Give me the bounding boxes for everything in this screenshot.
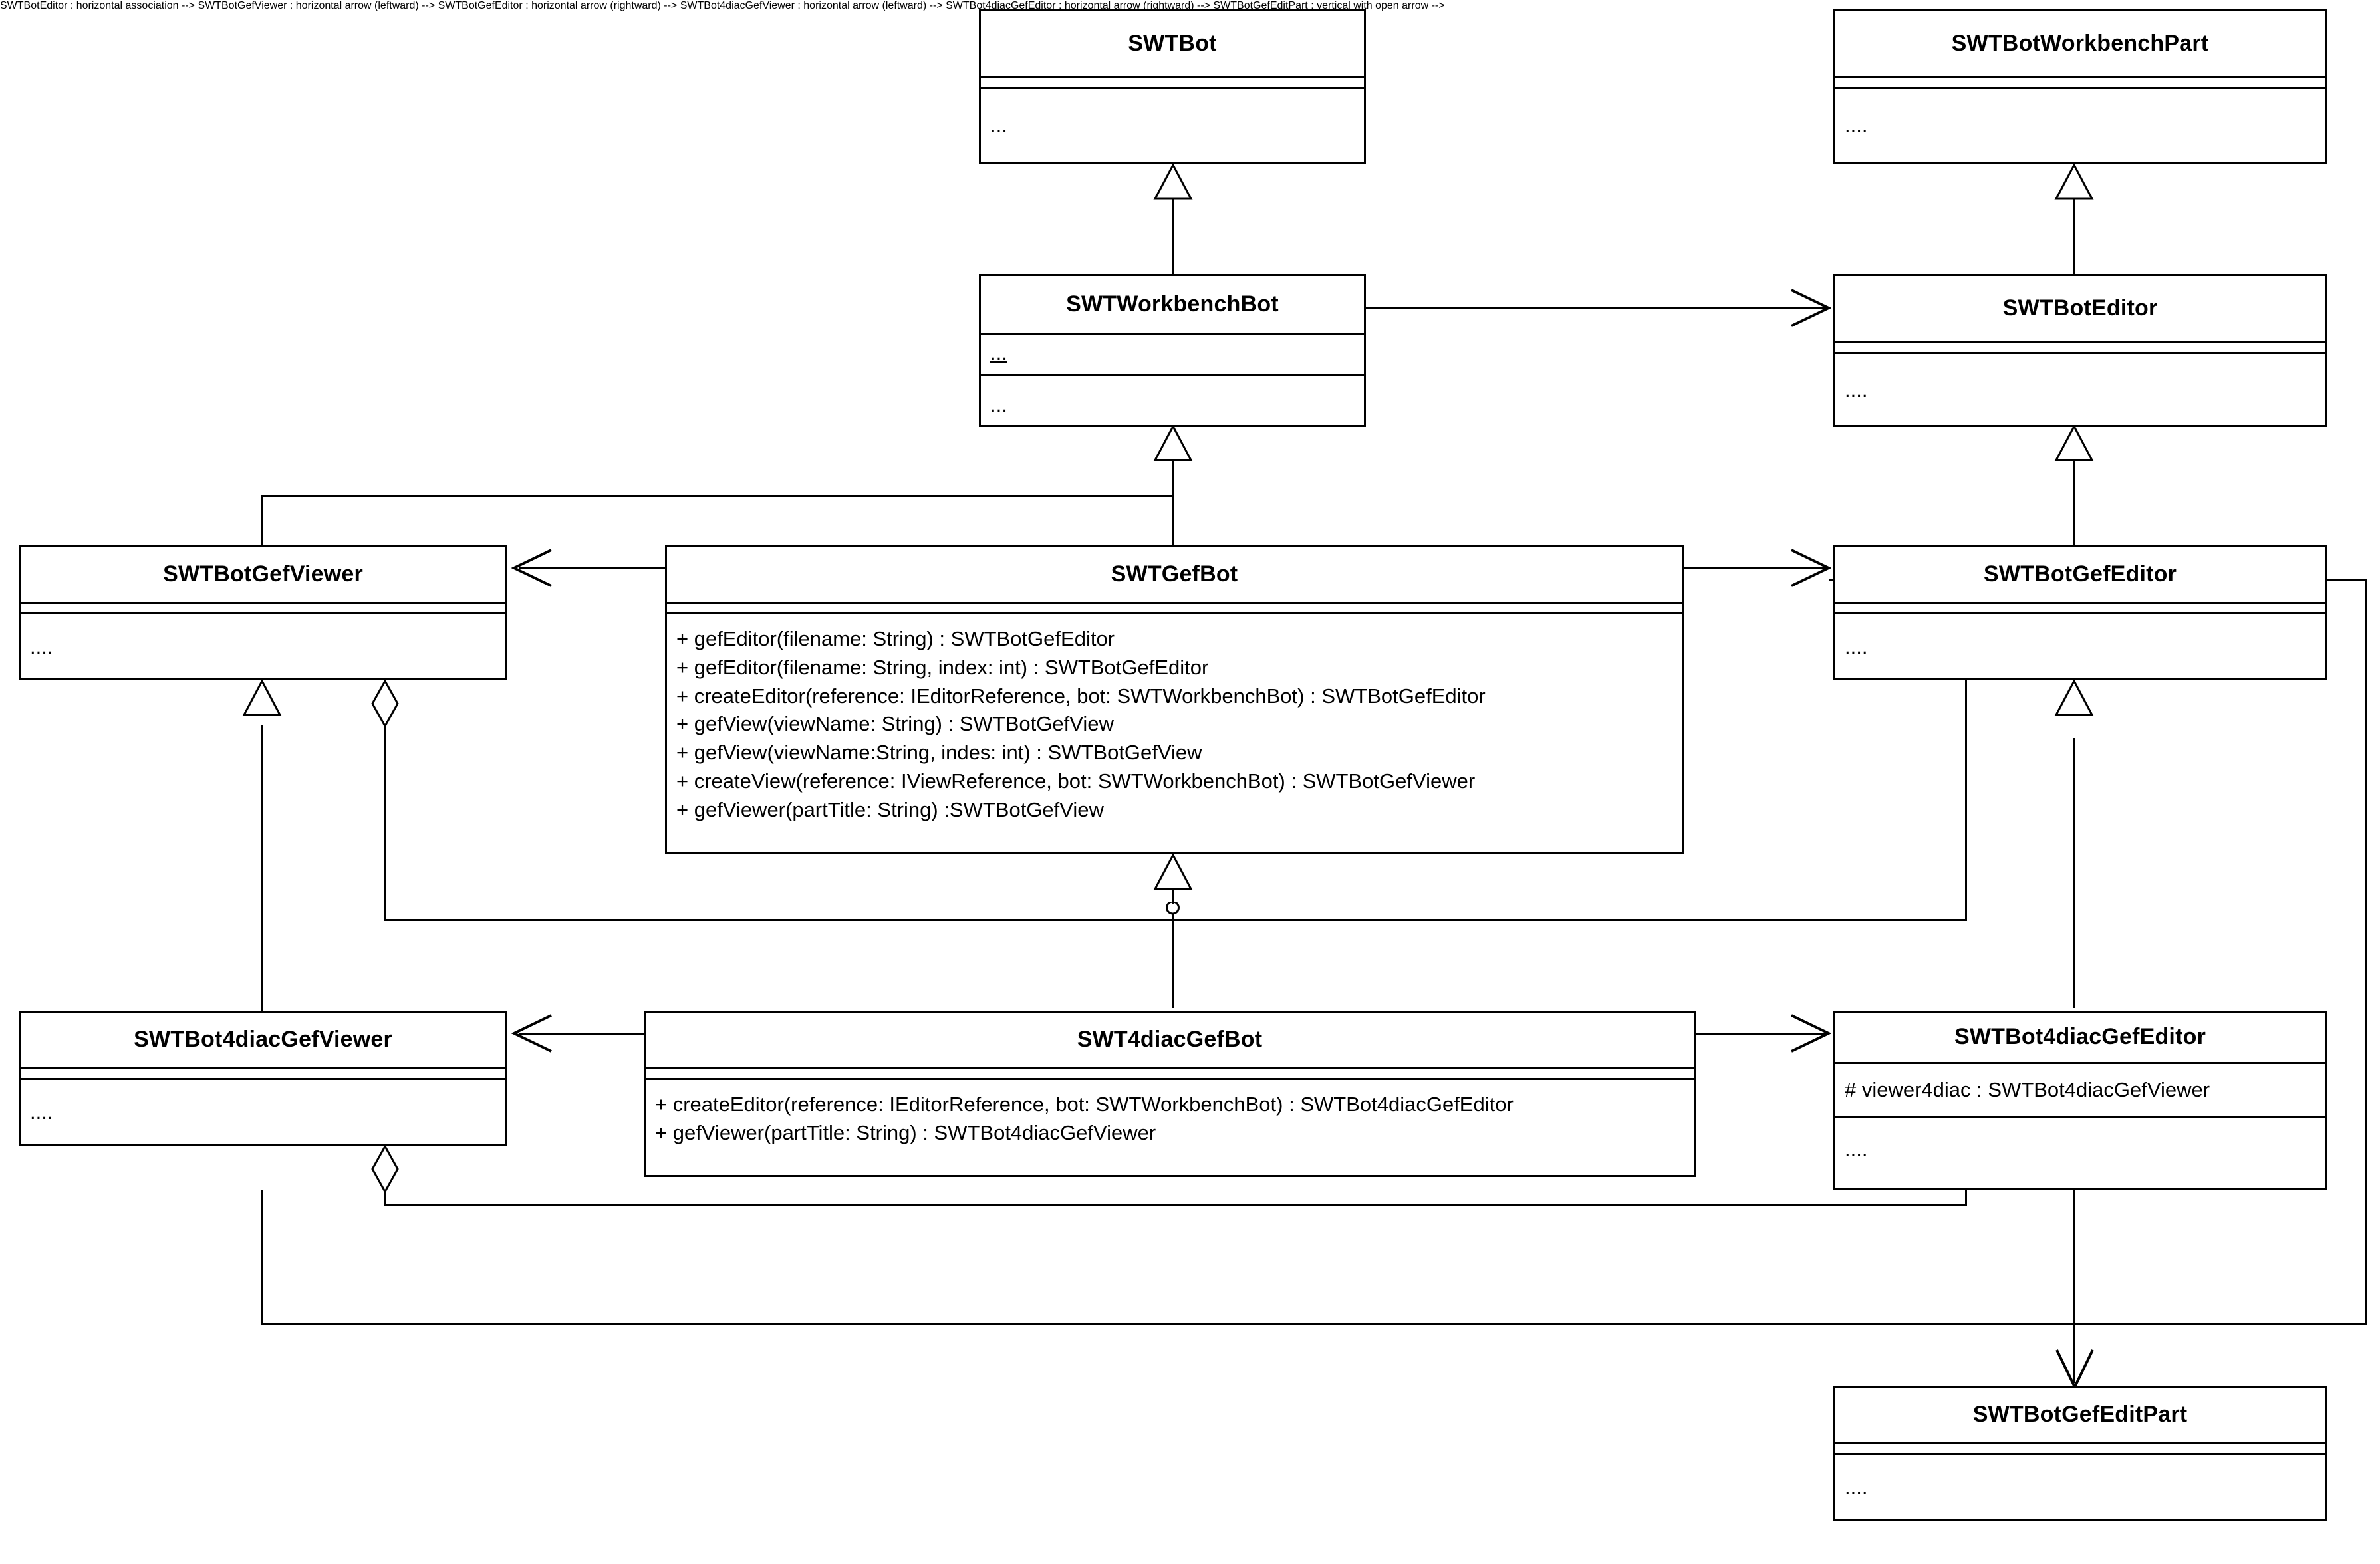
class-operations-swtbotgefviewer: .... (21, 612, 505, 667)
class-operations-swtgefbot: + gefEditor(filename: String) : SWTBotGe… (667, 612, 1682, 829)
aggregation-4diacgefviewer-4diacgefeditor-horizontal (384, 1204, 1967, 1206)
generalization-4diacgefbot-to-gefbot-stem-lower (1172, 922, 1174, 1008)
member-item: ... (990, 341, 1007, 364)
member-item: ... (990, 114, 1007, 137)
class-operations-swtbot4diacgefeditor: .... (1835, 1116, 2325, 1170)
member-item: + gefEditor(filename: String, index: int… (676, 655, 1209, 679)
member-item: + createEditor(reference: IEditorReferen… (655, 1093, 1514, 1116)
class-attributes-swtbotworkbenchpart (1835, 76, 2325, 87)
class-operations-swtbot4diacgefviewer: .... (21, 1078, 505, 1132)
class-box-swtbotgefeditpart[interactable]: SWTBotGefEditPart .... (1833, 1386, 2327, 1521)
class-operations-swtbotgefeditor: .... (1835, 612, 2325, 667)
class-box-swt4diacgefbot[interactable]: SWT4diacGefBot + createEditor(reference:… (644, 1011, 1696, 1177)
class-title-swtbotworkbenchpart: SWTBotWorkbenchPart (1951, 31, 2209, 57)
aggregation-4diacgefviewer-4diacgefeditor-vertical-left (384, 1190, 386, 1206)
arrowhead-to-gefeditpart (2054, 1347, 2095, 1390)
class-operations-swtboteditor: .... (1835, 352, 2325, 410)
association-4diacgefeditor-to-gefeditpart-stem (2073, 1190, 2075, 1383)
class-box-swtbotgefeditor[interactable]: SWTBotGefEditor .... (1833, 545, 2327, 680)
class-box-swtbot[interactable]: SWTBot ... (979, 9, 1366, 164)
aggregation-diamond-swtbotgefviewer (370, 680, 400, 727)
class-operations-swtbot: ... (981, 87, 1364, 146)
generalization-4diacgefviewer-to-gefviewer-stem (261, 725, 263, 1011)
generalization-boteditor-to-workbenchpart-stem (2073, 163, 2075, 299)
class-attributes-swt4diacgefbot (646, 1067, 1694, 1078)
association-gefviewer-to-gefbot-horizontal (261, 495, 1174, 497)
class-operations-swtbotworkbenchpart: .... (1835, 87, 2325, 146)
member-item: + gefView(viewName: String) : SWTBotGefV… (676, 712, 1114, 736)
class-title-swtworkbenchbot: SWTWorkbenchBot (1066, 291, 1279, 317)
class-box-swtbot4diacgefeditor[interactable]: SWTBot4diacGefEditor # viewer4diac : SWT… (1833, 1011, 2327, 1190)
member-item: .... (30, 1101, 53, 1124)
class-title-swtbotgefeditor: SWTBotGefEditor (1983, 561, 2177, 587)
class-title-swtbot4diacgefeditor: SWTBot4diacGefEditor (1954, 1024, 2206, 1050)
class-attributes-swtboteditor (1835, 341, 2325, 352)
class-operations-swt4diacgefbot: + createEditor(reference: IEditorReferen… (646, 1078, 1694, 1153)
member-item: + gefViewer(partTitle: String) : SWTBot4… (655, 1120, 1156, 1144)
association-gefviewer-to-gefbot-vertical (261, 495, 263, 547)
class-title-swtbot: SWTBot (1128, 31, 1217, 57)
arrowhead-4diacgefbot-to-4diacgefeditor (1789, 1013, 1831, 1054)
association-workbenchbot-to-boteditor-line (1363, 307, 1829, 309)
class-box-swtbotgefviewer[interactable]: SWTBotGefViewer .... (19, 545, 507, 680)
aggregation-gefviewer-gefeditor-vertical-right (1965, 680, 1967, 920)
class-attributes-swtbotgefeditpart (1835, 1442, 2325, 1453)
class-title-swt4diacgefbot: SWT4diacGefBot (1077, 1027, 1263, 1053)
arrowhead-gefbot-to-gefviewer (511, 547, 554, 588)
arrowhead-4diacgefbot-to-4diacgefviewer (511, 1013, 554, 1054)
class-operations-swtworkbenchbot: ... (981, 374, 1364, 425)
member-item: .... (1845, 1476, 1868, 1499)
association-4diacgefbot-to-4diacgefeditor-line (1696, 1033, 1829, 1035)
member-item: + gefView(viewName:String, indes: int) :… (676, 741, 1202, 765)
member-item: .... (30, 635, 53, 658)
line-hop-over-aggregation-route (1158, 902, 1188, 923)
class-title-swtgefbot: SWTGefBot (1111, 561, 1238, 587)
arrowhead-workbenchbot-to-boteditor (1789, 287, 1831, 328)
aggregation-4diacgefviewer-4diacgefeditor-vertical-right (1965, 1190, 1967, 1206)
arrowhead-gefbot-to-gefeditor (1789, 547, 1831, 588)
generalization-workbenchbot-to-swtbot-stem (1172, 163, 1174, 299)
aggregation-gefviewer-gefeditor-horizontal (384, 919, 1967, 921)
class-title-swtbotgefeditpart: SWTBotGefEditPart (1972, 1402, 2188, 1428)
member-item: + gefEditor(filename: String) : SWTBotGe… (676, 627, 1115, 650)
member-item: .... (1845, 635, 1868, 658)
class-box-swtboteditor[interactable]: SWTBotEditor .... (1833, 274, 2327, 427)
aggregation-diamond-swtbot4diacgefviewer (370, 1145, 400, 1193)
class-box-swtbot4diacgefviewer[interactable]: SWTBot4diacGefViewer .... (19, 1011, 507, 1146)
class-operations-swtbotgefeditpart: .... (1835, 1453, 2325, 1507)
class-attributes-swtbot4diacgefeditor: # viewer4diac : SWTBot4diacGefViewer (1835, 1062, 2325, 1116)
class-attributes-swtworkbenchbot: ... (981, 333, 1364, 374)
generalization-4diacgefeditor-to-gefeditor-stem (2073, 738, 2075, 1008)
class-attributes-swtbot4diacgefviewer (21, 1067, 505, 1078)
member-item: # viewer4diac : SWTBot4diacGefViewer (1845, 1078, 2210, 1101)
member-item: + gefViewer(partTitle: String) :SWTBotGe… (676, 797, 1104, 821)
member-item: + createView(reference: IViewReference, … (676, 769, 1476, 793)
association-gefbot-to-gefeditor-line (1682, 567, 1829, 569)
generalization-gefbot-to-workbenchbot-stem (1172, 439, 1174, 545)
class-title-swtbot4diacgefviewer: SWTBot4diacGefViewer (134, 1027, 392, 1053)
association-gefeditor-loop-right (2365, 579, 2367, 1325)
class-box-swtgefbot[interactable]: SWTGefBot + gefEditor(filename: String) … (665, 545, 1684, 854)
aggregation-gefviewer-gefeditor-vertical-left (384, 725, 386, 920)
association-4diacgefbot-to-4diacgefviewer-line (519, 1033, 645, 1035)
association-4diacgefviewer-loop-horizontal (261, 1323, 2367, 1325)
association-4diacgefviewer-loop-vertical (261, 1190, 263, 1325)
class-attributes-swtbot (981, 76, 1364, 87)
member-item: .... (1845, 378, 1868, 402)
generalization-gefeditor-to-boteditor-stem (2073, 439, 2075, 545)
member-item: + createEditor(reference: IEditorReferen… (676, 684, 1486, 708)
association-gefbot-to-gefviewer-line (519, 567, 665, 569)
member-item: ... (990, 393, 1007, 416)
class-box-swtbotworkbenchpart[interactable]: SWTBotWorkbenchPart .... (1833, 9, 2327, 164)
member-item: .... (1845, 114, 1868, 137)
class-attributes-swtbotgefeditor (1835, 602, 2325, 612)
member-item: .... (1845, 1138, 1868, 1161)
class-title-swtboteditor: SWTBotEditor (2002, 295, 2158, 321)
class-title-swtbotgefviewer: SWTBotGefViewer (163, 561, 363, 587)
class-attributes-swtbotgefviewer (21, 602, 505, 612)
class-attributes-swtgefbot (667, 602, 1682, 612)
class-box-swtworkbenchbot[interactable]: SWTWorkbenchBot ... ... (979, 274, 1366, 427)
